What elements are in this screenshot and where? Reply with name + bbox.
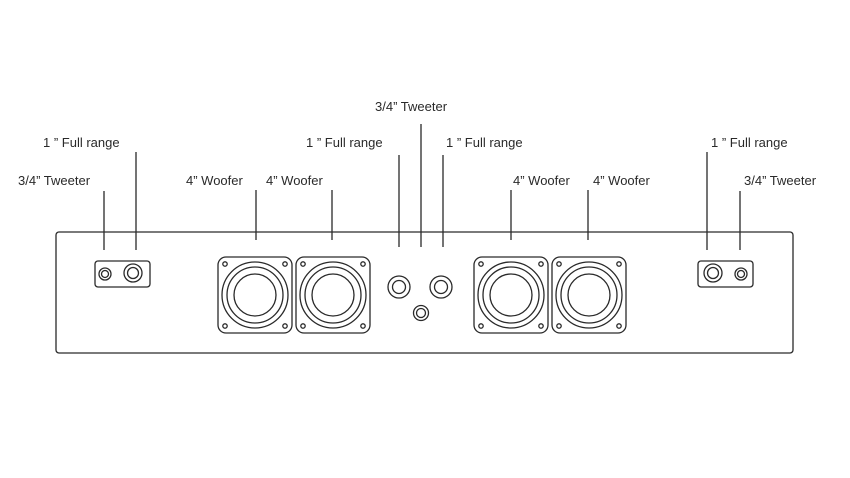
left-full-range-driver xyxy=(123,263,143,283)
center-full-range-left-driver-inner xyxy=(391,279,407,295)
label-right-tweeter: 3/4” Tweeter xyxy=(744,173,817,188)
label-right-woofer-1: 4” Woofer xyxy=(513,173,571,188)
left-driver-pod xyxy=(94,260,151,288)
label-right-full-range: 1 ” Full range xyxy=(711,135,788,150)
right-full-range-driver-inner xyxy=(706,266,720,280)
woofer-right-2 xyxy=(551,256,627,334)
label-right-woofer-2: 4” Woofer xyxy=(593,173,651,188)
left-tweeter-driver xyxy=(98,267,112,281)
right-pod-frame xyxy=(697,260,754,288)
left-pod-frame xyxy=(94,260,151,288)
right-tweeter-driver-inner xyxy=(736,269,746,279)
center-drivers xyxy=(387,275,453,322)
center-full-range-right-driver-inner xyxy=(433,279,449,295)
label-center-full-range-left: 1 ” Full range xyxy=(306,135,383,150)
left-tweeter-driver-inner xyxy=(100,269,110,279)
center-tweeter-driver-inner xyxy=(415,307,427,319)
label-left-woofer-2: 4” Woofer xyxy=(266,173,324,188)
woofer-left-1 xyxy=(217,256,293,334)
woofer-left-2 xyxy=(295,256,371,334)
right-driver-pod xyxy=(697,260,754,288)
label-left-woofer-1: 4” Woofer xyxy=(186,173,244,188)
right-full-range-driver xyxy=(703,263,723,283)
label-center-tweeter: 3/4” Tweeter xyxy=(375,99,448,114)
left-full-range-driver-inner xyxy=(126,266,140,280)
right-tweeter-driver xyxy=(734,267,748,281)
leader-lines xyxy=(103,124,741,250)
label-left-tweeter: 3/4” Tweeter xyxy=(18,173,91,188)
label-center-full-range-right: 1 ” Full range xyxy=(446,135,523,150)
label-left-full-range: 1 ” Full range xyxy=(43,135,120,150)
woofer-right-1 xyxy=(473,256,549,334)
center-tweeter-driver xyxy=(412,304,430,322)
center-full-range-right-driver xyxy=(429,275,453,299)
center-full-range-left-driver xyxy=(387,275,411,299)
soundbar-enclosure xyxy=(55,231,794,354)
